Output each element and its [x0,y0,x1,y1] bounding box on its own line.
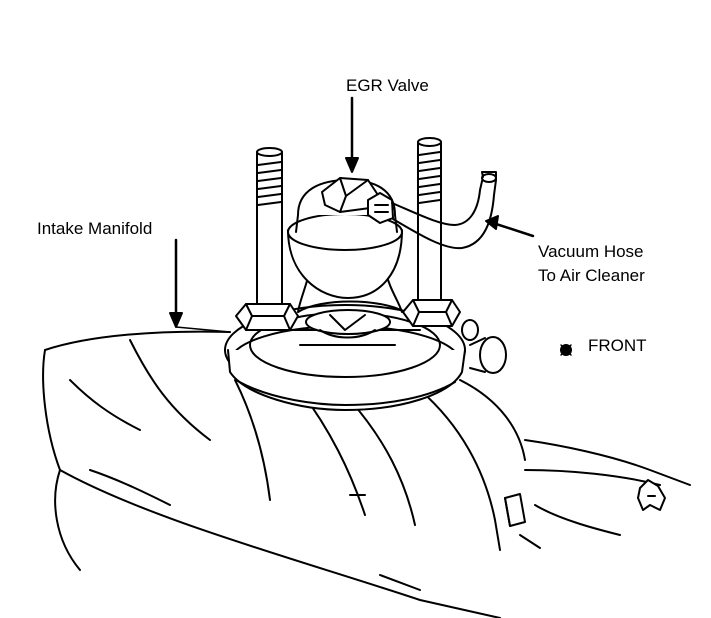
valve-mounting-flange [224,300,507,411]
mounting-studs [235,137,461,331]
intake-manifold-body [42,330,691,618]
intake-manifold-label: Intake Manifold [37,219,153,238]
vacuum-hose [391,171,497,250]
vacuum-hose-label-line1: Vacuum Hose [538,242,644,261]
vacuum-hose-label-line2: To Air Cleaner [538,266,645,285]
leader-arrows [169,96,535,333]
front-marker [560,344,572,356]
manifold-fittings [504,479,666,527]
egr-valve-body [287,177,403,313]
front-label: FRONT [588,336,647,355]
egr-valve-label: EGR Valve [346,76,429,95]
vacuum-hose-label: Vacuum Hose To Air Cleaner [538,240,645,288]
